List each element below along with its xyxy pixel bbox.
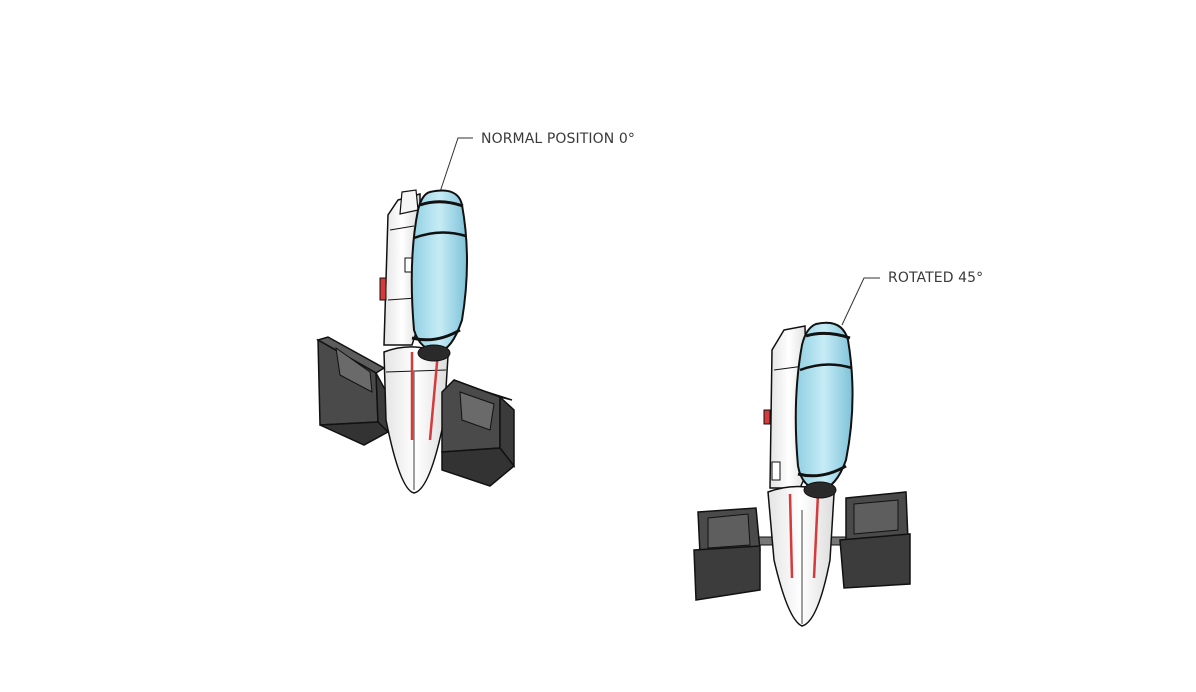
canopy-normal xyxy=(410,189,468,362)
leader-line-rotated xyxy=(841,277,880,326)
ship-rotated-45 xyxy=(693,277,911,627)
label-rotated-45: ROTATED 45° xyxy=(888,270,984,286)
left-engine-pod xyxy=(316,336,390,446)
hull-nose-cone xyxy=(383,346,449,494)
right-engine-pod xyxy=(441,379,516,487)
hull-upper xyxy=(379,189,421,346)
leader-line-normal xyxy=(437,137,473,199)
hull-nose-cone-rotated xyxy=(767,485,835,627)
ship-normal-position xyxy=(316,137,516,494)
canopy-rotated xyxy=(794,321,854,499)
right-engine-pod-rotated xyxy=(839,491,911,589)
label-normal-position: NORMAL POSITION 0° xyxy=(481,131,635,147)
left-engine-pod-rotated xyxy=(693,507,761,601)
